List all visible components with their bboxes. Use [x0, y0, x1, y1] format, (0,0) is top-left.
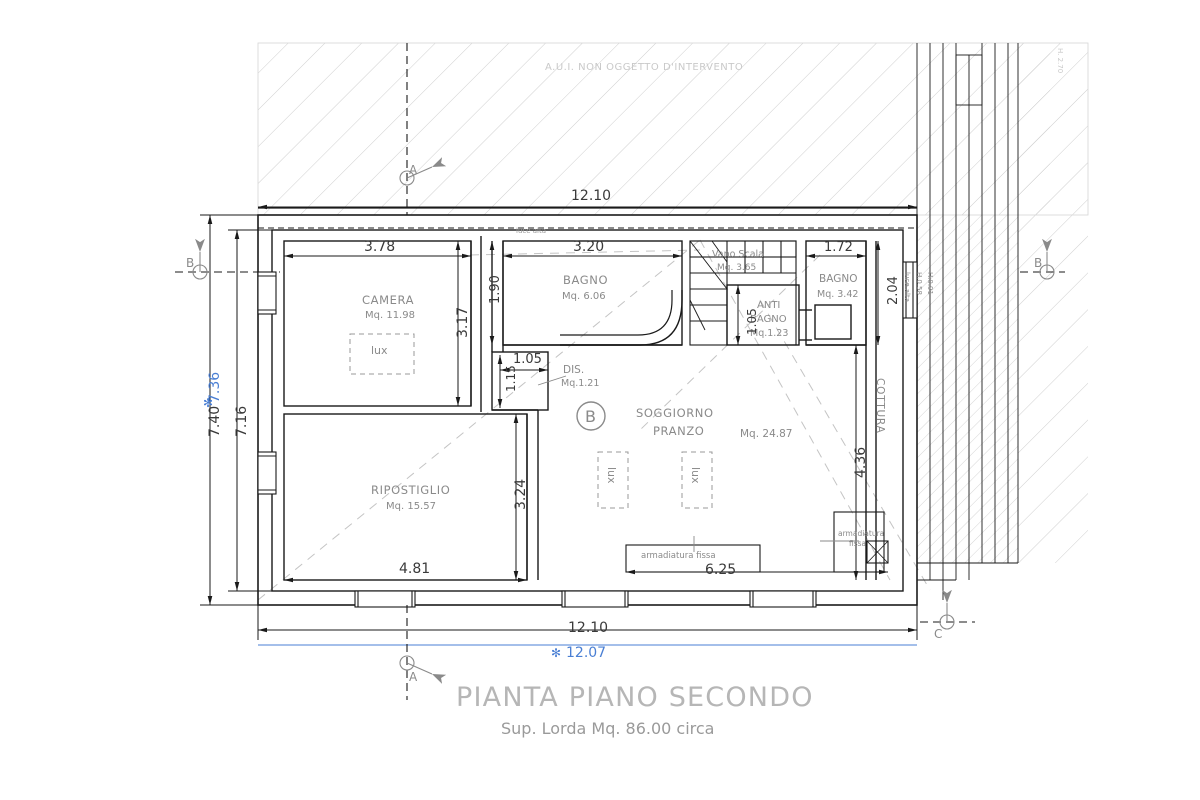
right-annotation-luce-alta: luce alta [903, 272, 911, 303]
section-marker-a-top: A [409, 163, 418, 177]
room-label-bagno-small: BAGNO [819, 273, 858, 285]
room-marker-b-label: B [585, 407, 596, 426]
dimension-camera-width: 3.78 [364, 239, 396, 255]
asterisk-bottom: ✻ [551, 646, 562, 660]
dimension-top-overall: 12.10 [571, 188, 612, 204]
room-marker-b [576, 401, 606, 431]
dimension-bagno-small-width: 1.72 [824, 240, 853, 255]
dimension-anti-height: 1.05 [745, 308, 759, 335]
room-label-cottura: COTTURA [874, 378, 886, 434]
dimension-ripostiglio-height: 3.24 [513, 478, 529, 510]
lux-boxes [349, 333, 713, 509]
armadiatura-fissa-label-2a: armadiatura [838, 529, 885, 538]
room-area-soggiorno: Mq. 24.87 [740, 428, 793, 440]
luce-alta-note: luce alta [516, 227, 547, 235]
dimension-dis-width: 1.05 [513, 352, 542, 367]
dimension-bottom-overall-blue: 12.07 [566, 645, 607, 661]
armadiatura-fissa-label-2b: fissa [849, 539, 867, 548]
room-label-anti-bagno: BAGNO [750, 314, 787, 325]
dimension-cottura-height: 4.36 [853, 446, 869, 478]
armadiatura-fissa-label-1: armadiatura fissa [641, 551, 716, 561]
room-label-camera: CAMERA [362, 293, 415, 307]
lux-label-camera: lux [371, 344, 388, 357]
room-area-dis: Mq.1.21 [561, 378, 600, 389]
leader-lines [537, 375, 859, 552]
dimension-camera-height: 3.17 [455, 306, 471, 338]
room-label-vano-scala: Vano Scala [712, 249, 764, 260]
room-label-dis: DIS. [563, 364, 585, 376]
room-label-ripostiglio: RIPOSTIGLIO [371, 483, 451, 497]
dimension-bagno-small-height: 2.04 [886, 276, 901, 305]
lux-label-soggiorno-1: lux [605, 467, 618, 484]
section-marker-b-right: B [1034, 256, 1043, 270]
context-hatching [257, 42, 1089, 563]
lux-label-soggiorno-2: lux [689, 467, 702, 484]
asterisk-left: ✻ [203, 396, 214, 410]
dimension-lines [200, 204, 918, 640]
dimension-dis-height: 1.15 [504, 365, 518, 392]
section-markers [175, 43, 1065, 700]
right-annotation-h091: H.0.91 [926, 272, 934, 295]
room-area-bagno-small: Mq. 3.42 [817, 289, 859, 300]
section-marker-b-left: B [186, 256, 195, 270]
room-area-ripostiglio: Mq. 15.57 [386, 501, 436, 512]
room-area-camera: Mq. 11.98 [365, 310, 415, 321]
dimension-left-outer: 7.40 [207, 405, 223, 437]
dimension-bottom-overall: 12.10 [568, 620, 609, 636]
room-label-pranzo: PRANZO [653, 424, 705, 438]
room-area-bagno-main: Mq. 6.06 [562, 291, 606, 302]
adjacent-structure [916, 43, 1019, 600]
dimension-bagno-width: 3.20 [573, 239, 605, 255]
dimension-ripostiglio-width: 4.81 [399, 561, 431, 577]
room-area-anti-bagno: Mq.1.23 [750, 328, 789, 339]
drawing-title: PIANTA PIANO SECONDO [456, 682, 814, 713]
window-openings [257, 261, 918, 608]
room-label-anti: ANTI [757, 300, 781, 311]
room-area-vano-scala: Mq. 3.65 [717, 263, 757, 273]
right-annotation-h058: H.0.58 [915, 272, 923, 295]
corner-height-annotation: H. 2.70 [1056, 48, 1064, 74]
drawing-subtitle: Sup. Lorda Mq. 86.00 circa [501, 719, 715, 738]
non-intervention-note: A.U.I. NON OGGETTO D'INTERVENTO [545, 62, 744, 73]
section-marker-a-bottom: A [409, 670, 418, 684]
dimension-bagno-height: 1.90 [488, 275, 503, 304]
room-label-soggiorno: SOGGIORNO [636, 406, 714, 420]
room-label-bagno-main: BAGNO [563, 273, 609, 287]
dimension-left-inner: 7.16 [234, 405, 250, 437]
dimension-armadiatura-width: 6.25 [705, 562, 737, 578]
section-marker-c-right: C [934, 627, 943, 641]
